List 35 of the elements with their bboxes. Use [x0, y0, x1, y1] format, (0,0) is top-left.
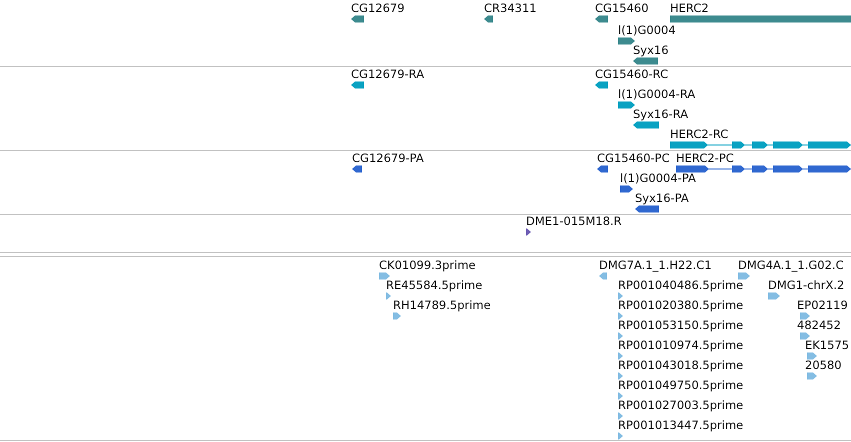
feature-label: DMG7A.1_1.H22.C1: [599, 259, 712, 272]
feature-label: RP001040486.5prime: [618, 279, 744, 292]
feature-label: 482452: [797, 319, 841, 332]
feature-label: CG15460-PC: [597, 152, 670, 165]
feature-label: RP001043018.5prime: [618, 359, 744, 372]
feature-label: CG12679-PA: [352, 152, 424, 165]
feature-label: HERC2: [670, 2, 709, 15]
feature-label: EP02119: [797, 299, 848, 312]
feature-label: CG15460-RC: [595, 68, 668, 81]
feature-label: Syx16-PA: [635, 192, 689, 205]
feature-label: Syx16: [633, 44, 669, 57]
feature-label: RP001020380.5prime: [618, 299, 744, 312]
feature-label: l(1)G0004-RA: [618, 88, 696, 101]
feature-label: CK01099.3prime: [379, 259, 476, 272]
feature-label: CR34311: [484, 2, 537, 15]
feature-label: HERC2-PC: [676, 152, 734, 165]
feature-label: CG12679: [351, 2, 405, 15]
feature-label: DMG1-chrX.2: [768, 279, 844, 292]
feature-label: RP001027003.5prime: [618, 399, 744, 412]
feature-label: CG12679-RA: [351, 68, 424, 81]
feature-label: Syx16-RA: [633, 108, 688, 121]
feature-label: RP001010974.5prime: [618, 339, 744, 352]
feature-label: l(1)G0004-PA: [620, 172, 696, 185]
feature-label: RE45584.5prime: [386, 279, 482, 292]
feature-label: RH14789.5prime: [393, 299, 491, 312]
feature-label: DME1-015M18.R: [526, 215, 622, 228]
feature-label: HERC2-RC: [670, 128, 728, 141]
feature-label: DMG4A.1_1.G02.C: [738, 259, 844, 272]
feature-label: RP001049750.5prime: [618, 379, 744, 392]
feature-label: EK1575: [805, 339, 850, 352]
feature-label: l(1)G0004: [618, 24, 676, 37]
feature-label: RP001053150.5prime: [618, 319, 744, 332]
feature-label: CG15460: [595, 2, 649, 15]
feature-label: 20580: [805, 359, 842, 372]
feature-label: RP001013447.5prime: [618, 419, 744, 432]
